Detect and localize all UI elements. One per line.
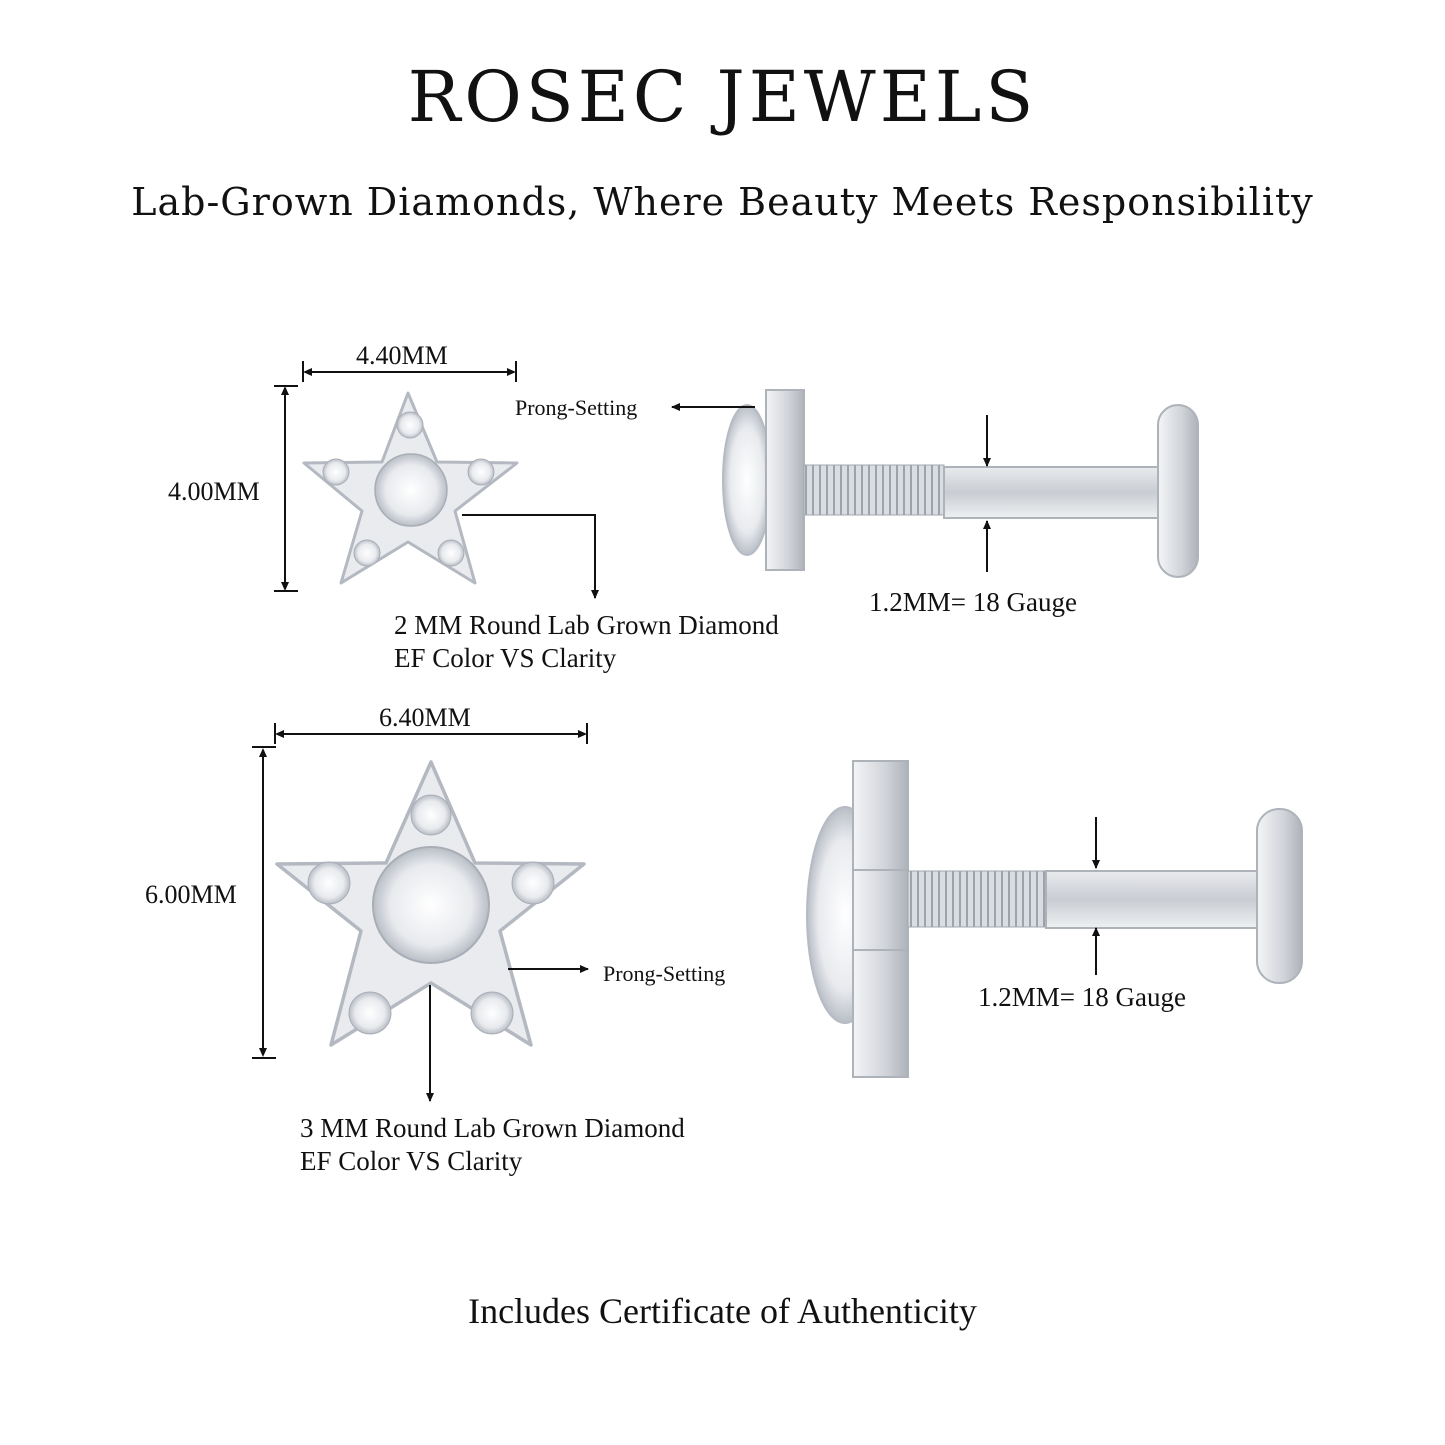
small-star-stud-front [302, 391, 519, 585]
large-barbell-side [806, 760, 1303, 1078]
brand-title: ROSEC JEWELS [407, 56, 1038, 138]
large-prong-label: Prong-Setting [603, 961, 726, 986]
large-stone-line-2: EF Color VS Clarity [300, 1145, 523, 1176]
large-gauge-label: 1.2MM= 18 Gauge [978, 982, 1186, 1012]
small-height-label: 4.00MM [168, 477, 260, 506]
small-stone-leader [462, 514, 599, 599]
large-star-stud-front [275, 760, 586, 1047]
large-stone-description: 3 MM Round Lab Grown Diamond EF Color VS… [300, 1112, 685, 1178]
certificate-note: Includes Certificate of Authenticity [468, 1291, 977, 1331]
large-width-label: 6.40MM [379, 703, 471, 732]
small-prong-label: Prong-Setting [515, 395, 638, 420]
small-stone-line-2: EF Color VS Clarity [394, 642, 617, 673]
small-gauge-label: 1.2MM= 18 Gauge [869, 587, 1077, 617]
small-stone-description: 2 MM Round Lab Grown Diamond EF Color VS… [394, 609, 779, 675]
small-width-label: 4.40MM [356, 341, 448, 370]
large-stone-line-1: 3 MM Round Lab Grown Diamond [300, 1113, 685, 1143]
large-height-label: 6.00MM [145, 880, 237, 909]
brand-tagline: Lab-Grown Diamonds, Where Beauty Meets R… [131, 180, 1314, 224]
small-barbell-side [722, 389, 1199, 578]
small-stone-line-1: 2 MM Round Lab Grown Diamond [394, 610, 779, 640]
